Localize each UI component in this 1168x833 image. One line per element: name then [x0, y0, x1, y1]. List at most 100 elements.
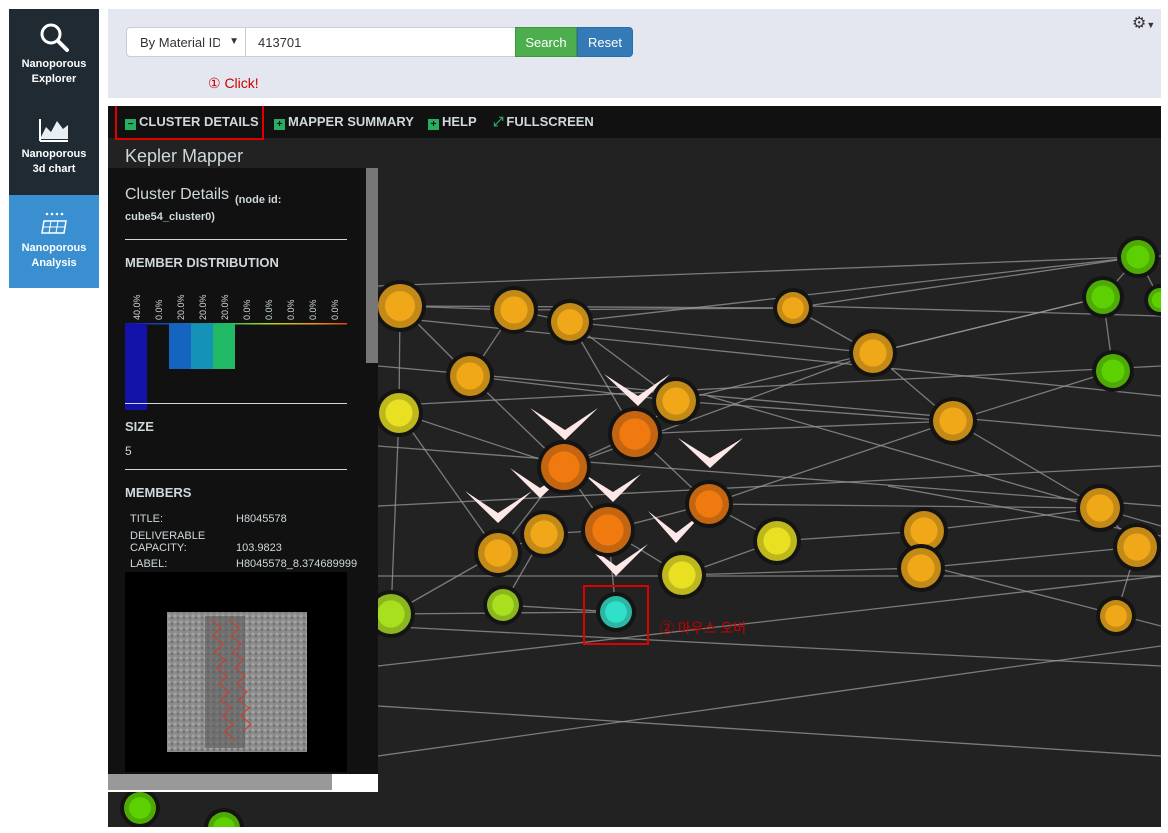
graph-node[interactable]	[1113, 523, 1161, 571]
graph-node[interactable]	[483, 585, 523, 625]
graph-node[interactable]	[375, 389, 423, 437]
cluster-details-toggle[interactable]: −CLUSTER DETAILS	[125, 114, 259, 130]
fullscreen-label: FULLSCREEN	[506, 114, 594, 129]
pointer-arrow	[678, 438, 743, 468]
cluster-details-panel: Cluster Details (node id: cube54_cluster…	[108, 168, 378, 792]
distribution-color-scale	[125, 323, 347, 325]
graph-node[interactable]	[685, 480, 733, 528]
graph-edge	[675, 400, 954, 422]
panel-vertical-scrollbar[interactable]	[366, 168, 378, 363]
graph-node[interactable]	[849, 329, 897, 377]
reset-button[interactable]: Reset	[577, 27, 633, 57]
distribution-bar	[213, 324, 235, 369]
graph-node[interactable]	[658, 551, 706, 599]
graph-node[interactable]	[446, 352, 494, 400]
graph-edge	[399, 305, 794, 309]
panel-title-text: Cluster Details	[125, 186, 230, 203]
graph-node[interactable]	[753, 517, 801, 565]
distribution-bar	[169, 324, 191, 369]
panel-horizontal-scrollbar[interactable]	[108, 774, 332, 790]
nav-item-nanoporous-3d-chart[interactable]: Nanoporous 3d chart	[9, 117, 99, 197]
graph-node[interactable]	[929, 397, 977, 445]
graph-node[interactable]	[490, 286, 538, 334]
structure-thumbnail	[125, 572, 347, 772]
step1-annotation: ① Click!	[208, 75, 259, 91]
distribution-bar	[191, 324, 213, 369]
gear-icon[interactable]: ⚙▼	[1132, 15, 1156, 32]
graph-node[interactable]	[474, 529, 522, 577]
mapper-summary-label: MAPPER SUMMARY	[288, 114, 414, 129]
plus-icon: +	[274, 119, 285, 130]
mapper-summary-toggle[interactable]: +MAPPER SUMMARY	[274, 114, 414, 130]
graph-node[interactable]	[367, 590, 415, 638]
graph-node[interactable]	[204, 808, 244, 827]
distribution-label: 0.0%	[286, 299, 296, 320]
nav-label-line2: 3d chart	[32, 163, 76, 175]
graph-node[interactable]	[900, 507, 948, 555]
distribution-label: 20.0%	[176, 294, 186, 320]
member-key-title: TITLE:	[130, 513, 164, 525]
search-mode-value: By Material ID	[140, 35, 220, 50]
panel-title: Cluster Details	[125, 186, 229, 204]
expand-icon: ⤢	[493, 114, 504, 129]
graph-node[interactable]	[537, 440, 591, 494]
plus-icon: +	[428, 119, 439, 130]
nav-label-line1: Nanoporous	[21, 58, 87, 70]
pointer-arrow	[510, 468, 572, 498]
divider	[125, 403, 347, 404]
material-id-input[interactable]	[246, 27, 516, 57]
graph-node[interactable]	[1144, 284, 1161, 316]
graph-edge	[569, 256, 1139, 323]
divider	[125, 239, 347, 240]
graph-edge	[569, 321, 874, 354]
nav-item-nanoporous-analysis[interactable]: Nanoporous Analysis	[9, 195, 99, 288]
graph-node[interactable]	[374, 280, 426, 332]
graph-edge	[681, 567, 922, 576]
graph-node[interactable]	[608, 407, 662, 461]
graph-edge	[377, 315, 1161, 397]
nav-item-nanoporous-explorer[interactable]: Nanoporous Explorer	[9, 21, 99, 111]
graph-node[interactable]	[1117, 236, 1159, 278]
node-id: (node id: cube54_cluster0)	[125, 192, 347, 226]
minus-icon: −	[125, 119, 136, 130]
distribution-label: 0.0%	[264, 299, 274, 320]
graph-edge	[377, 365, 1161, 437]
search-mode-select[interactable]: By Material ID ▼	[126, 27, 246, 57]
fullscreen-toggle[interactable]: ⤢FULLSCREEN	[493, 114, 594, 130]
graph-edge	[923, 507, 1101, 532]
chart-3d-icon	[39, 119, 68, 142]
graph-node[interactable]	[1096, 596, 1136, 636]
member-key-label: LABEL:	[130, 558, 168, 570]
graph-node[interactable]	[596, 592, 636, 632]
graph-edge	[708, 503, 1101, 509]
distribution-bar	[125, 324, 147, 410]
distribution-label: 40.0%	[132, 294, 142, 320]
pointer-arrow	[604, 374, 670, 406]
graph-edge	[887, 485, 1161, 537]
member-value-label: H8045578_8.374689999	[236, 558, 358, 570]
graph-node[interactable]	[652, 377, 700, 425]
search-button[interactable]: Search	[515, 27, 577, 57]
mapper-graph[interactable]	[108, 106, 1161, 827]
graph-node[interactable]	[581, 503, 635, 557]
magnifier-icon	[40, 23, 69, 52]
graph-node[interactable]	[1082, 276, 1124, 318]
graph-node[interactable]	[1076, 484, 1124, 532]
graph-edge	[634, 420, 954, 435]
caret-down-icon: ▼	[229, 36, 239, 47]
nav-label-line1: Nanoporous	[21, 242, 87, 254]
help-toggle[interactable]: +HELP	[428, 114, 477, 130]
pointer-arrow	[530, 408, 598, 440]
graph-node[interactable]	[773, 288, 813, 328]
graph-edge	[377, 645, 1161, 757]
graph-node[interactable]	[547, 299, 593, 345]
step2-annotation: ② 마우스 오버	[660, 620, 747, 636]
graph-edge	[776, 530, 925, 542]
graph-node[interactable]	[120, 788, 160, 827]
graph-node[interactable]	[897, 544, 945, 592]
cluster-details-label: CLUSTER DETAILS	[139, 114, 259, 129]
graph-node[interactable]	[1092, 350, 1134, 392]
member-distribution-chart: 40.0%0.0%20.0%20.0%20.0%0.0%0.0%0.0%0.0%…	[125, 294, 347, 410]
graph-node[interactable]	[520, 510, 568, 558]
member-key-capacity: DELIVERABLE CAPACITY:	[130, 530, 206, 554]
